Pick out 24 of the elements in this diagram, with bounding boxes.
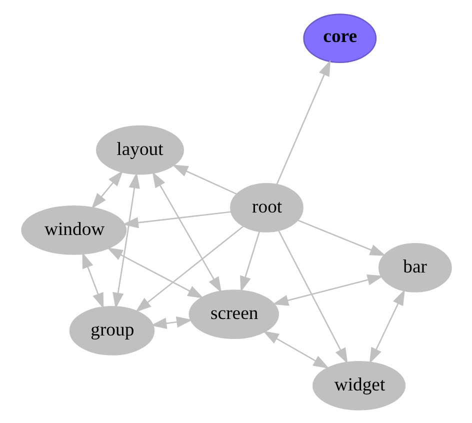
arrow <box>368 288 404 364</box>
node-ellipse: root <box>230 182 303 232</box>
arrow <box>150 316 192 328</box>
arrow <box>112 172 140 308</box>
arrow <box>152 170 222 292</box>
arrow <box>172 164 236 194</box>
node-ellipse: group <box>68 306 154 355</box>
arrow <box>240 230 260 292</box>
arrow <box>262 330 329 368</box>
arrow <box>297 219 386 256</box>
node-ellipse: core <box>302 13 376 63</box>
arrow <box>82 252 104 308</box>
arrow <box>272 274 383 306</box>
node-ellipse: layout <box>95 124 184 174</box>
arrow <box>106 246 204 298</box>
arrow <box>90 170 123 208</box>
arrow <box>278 230 348 364</box>
node-ellipse: bar <box>378 242 452 292</box>
node-ellipse: widget <box>312 360 406 410</box>
node-ellipse: screen <box>188 289 278 338</box>
arrow <box>276 59 330 184</box>
arrow <box>122 210 230 228</box>
node-ellipse: window <box>20 204 126 254</box>
arrow <box>134 225 244 312</box>
